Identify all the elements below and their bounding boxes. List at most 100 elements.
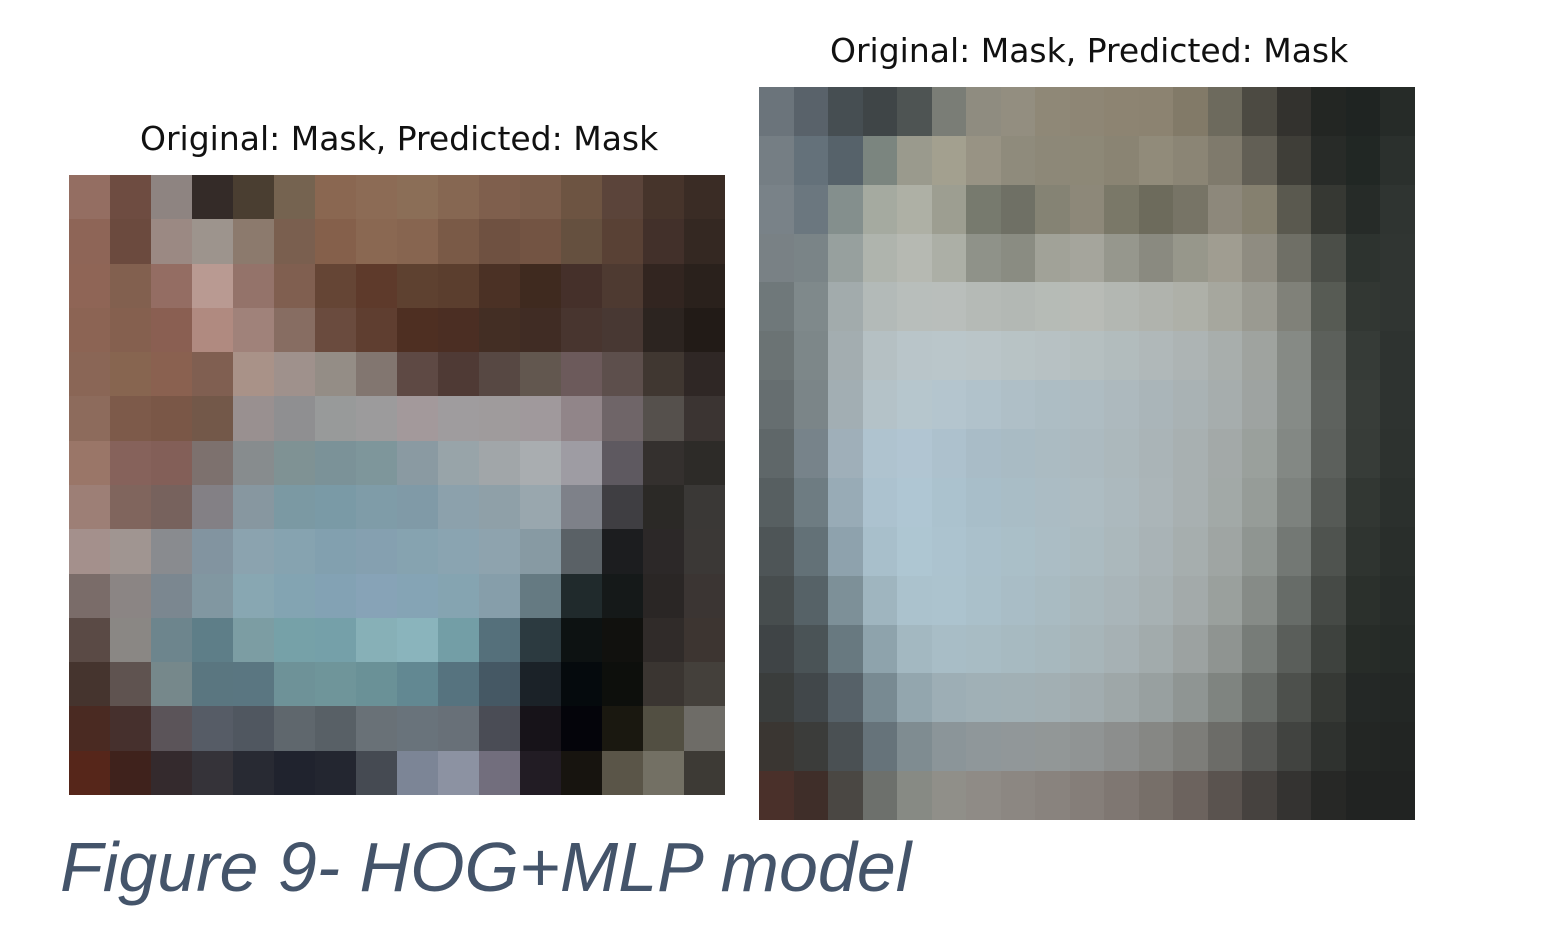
image-pixel: [862, 673, 898, 723]
image-pixel: [1242, 477, 1277, 527]
image-pixel: [1276, 477, 1312, 527]
image-pixel: [1242, 184, 1277, 234]
image-pixel: [151, 440, 192, 485]
image-pixel: [1000, 380, 1036, 430]
image-pixel: [828, 87, 863, 136]
image-pixel: [1138, 526, 1174, 576]
image-pixel: [1000, 233, 1036, 283]
image-pixel: [315, 573, 356, 618]
image-pixel: [828, 575, 863, 625]
image-pixel: [561, 662, 602, 707]
image-pixel: [643, 706, 684, 751]
image-pixel: [356, 573, 397, 618]
image-pixel: [897, 331, 932, 381]
image-pixel: [966, 477, 1001, 527]
image-pixel: [356, 529, 397, 574]
face-mask-image-right: [759, 87, 1415, 820]
image-pixel: [315, 750, 356, 795]
image-pixel: [192, 617, 233, 663]
image-pixel: [274, 662, 315, 707]
image-pixel: [759, 87, 794, 136]
image-pixel: [1000, 135, 1036, 185]
image-pixel: [561, 219, 602, 264]
image-pixel: [438, 175, 479, 220]
image-pixel: [192, 440, 233, 485]
image-pixel: [233, 706, 274, 751]
image-pixel: [192, 484, 233, 530]
image-pixel: [684, 573, 725, 618]
image-pixel: [1311, 429, 1346, 478]
image-pixel: [192, 352, 233, 397]
image-pixel: [1069, 135, 1105, 185]
image-pixel: [1380, 380, 1415, 430]
image-pixel: [520, 573, 561, 618]
image-pixel: [397, 396, 438, 441]
image-pixel: [931, 282, 967, 332]
image-pixel: [897, 526, 932, 576]
image-pixel: [110, 662, 151, 707]
image-pixel: [561, 263, 602, 308]
image-pixel: [1035, 233, 1070, 283]
image-pixel: [192, 219, 233, 264]
image-pixel: [1242, 87, 1277, 136]
image-pixel: [274, 750, 315, 795]
image-pixel: [828, 331, 863, 381]
image-pixel: [1380, 87, 1415, 136]
image-pixel: [1207, 184, 1243, 234]
image-pixel: [397, 529, 438, 574]
image-pixel: [1242, 624, 1277, 674]
image-pixel: [643, 440, 684, 485]
image-pixel: [643, 175, 684, 220]
image-pixel: [828, 722, 863, 772]
image-pixel: [69, 307, 110, 353]
image-pixel: [1104, 380, 1139, 430]
image-pixel: [110, 529, 151, 574]
image-pixel: [1035, 575, 1070, 625]
image-pixel: [397, 484, 438, 530]
image-pixel: [1276, 331, 1312, 381]
image-pixel: [151, 662, 192, 707]
image-pixel: [828, 380, 863, 430]
image-pixel: [897, 771, 932, 820]
image-pixel: [759, 331, 794, 381]
image-pixel: [192, 706, 233, 751]
image-pixel: [561, 573, 602, 618]
image-pixel: [233, 573, 274, 618]
image-pixel: [356, 219, 397, 264]
image-pixel: [931, 673, 967, 723]
image-pixel: [233, 529, 274, 574]
image-pixel: [274, 219, 315, 264]
image-pixel: [684, 175, 725, 220]
image-pixel: [793, 526, 829, 576]
image-pixel: [1104, 624, 1139, 674]
image-pixel: [862, 771, 898, 820]
image-pixel: [759, 135, 794, 185]
image-pixel: [233, 219, 274, 264]
image-pixel: [1035, 673, 1070, 723]
image-pixel: [643, 484, 684, 530]
image-pixel: [1242, 429, 1277, 478]
image-pixel: [1242, 771, 1277, 820]
image-pixel: [931, 624, 967, 674]
image-pixel: [931, 477, 967, 527]
image-pixel: [966, 429, 1001, 478]
image-pixel: [1035, 771, 1070, 820]
image-pixel: [1138, 477, 1174, 527]
image-pixel: [315, 263, 356, 308]
image-pixel: [602, 352, 643, 397]
image-pixel: [69, 750, 110, 795]
image-pixel: [1207, 771, 1243, 820]
image-pixel: [520, 440, 561, 485]
image-pixel: [1173, 135, 1208, 185]
image-pixel: [397, 263, 438, 308]
image-pixel: [110, 573, 151, 618]
image-pixel: [931, 380, 967, 430]
image-pixel: [274, 440, 315, 485]
image-pixel: [602, 219, 643, 264]
image-pixel: [233, 750, 274, 795]
image-pixel: [315, 484, 356, 530]
image-pixel: [1380, 184, 1415, 234]
image-pixel: [897, 575, 932, 625]
image-pixel: [897, 282, 932, 332]
image-pixel: [862, 624, 898, 674]
